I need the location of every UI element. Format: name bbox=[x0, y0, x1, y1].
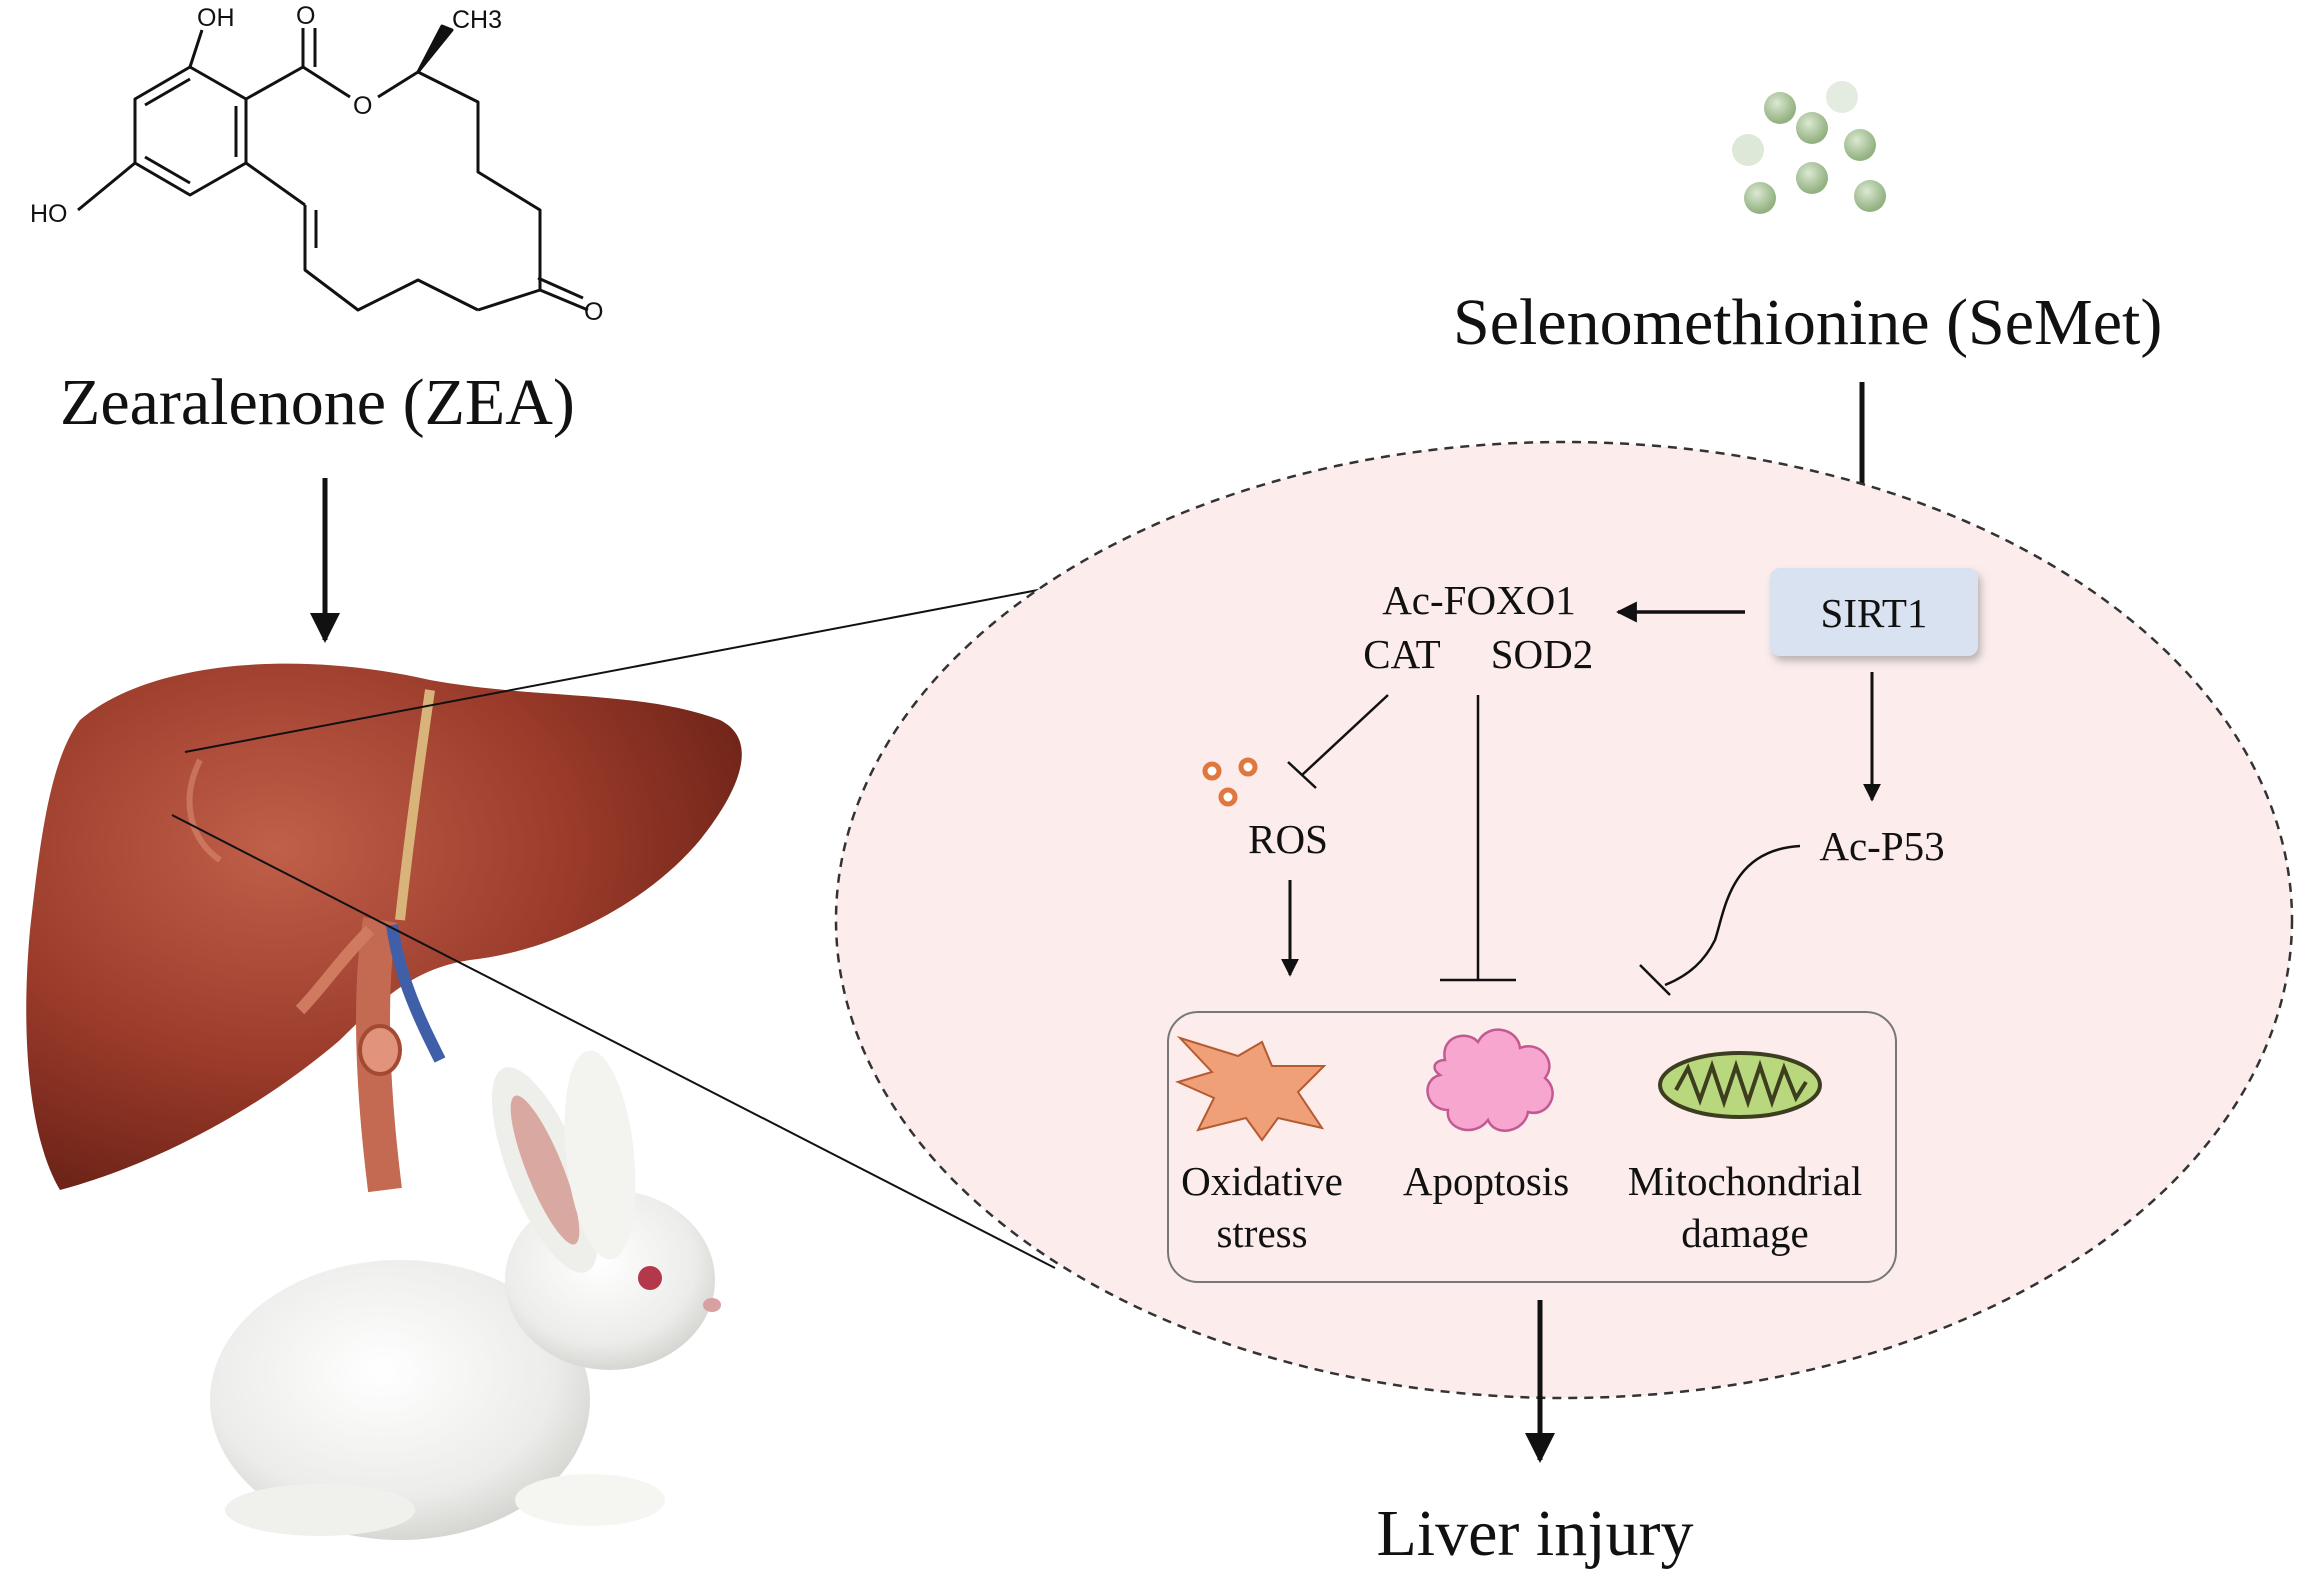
sod2-label: SOD2 bbox=[1491, 631, 1594, 677]
oxidative-label-line2: stress bbox=[1216, 1210, 1307, 1256]
oxidative-stress-icon bbox=[1175, 1035, 1327, 1142]
rabbit-illustration bbox=[210, 1050, 721, 1540]
mitochondria-label-line1: Mitochondrial bbox=[1628, 1158, 1863, 1204]
zoom-line-bottom bbox=[171, 814, 1056, 1269]
ros-icon bbox=[1202, 757, 1258, 807]
sod2-inhibits-apoptosis bbox=[1440, 695, 1516, 982]
zea-structure bbox=[77, 24, 589, 312]
zoom-line-top bbox=[184, 582, 1076, 753]
p53-label: Ac-P53 bbox=[1819, 823, 1944, 869]
zea-ketone-o-label: O bbox=[584, 298, 603, 326]
p53-inhibits-mitochondria bbox=[1639, 844, 1801, 996]
liver-injury-label: Liver injury bbox=[1376, 1497, 1693, 1570]
zea-ester-o-label: O bbox=[353, 92, 372, 120]
semet-pellets bbox=[1732, 81, 1886, 214]
sirt1-label: SIRT1 bbox=[1821, 590, 1928, 636]
mitochondria-label-line2: damage bbox=[1681, 1210, 1808, 1256]
zea-oh-label: OH bbox=[197, 4, 235, 32]
cat-inhibits-ros bbox=[1287, 694, 1389, 789]
ros-label: ROS bbox=[1248, 816, 1328, 862]
foxo1-label: Ac-FOXO1 bbox=[1382, 577, 1576, 623]
apoptosis-icon bbox=[1426, 1028, 1554, 1132]
apoptosis-label: Apoptosis bbox=[1403, 1158, 1569, 1204]
zea-title: Zearalenone (ZEA) bbox=[60, 366, 575, 439]
cat-label: CAT bbox=[1363, 631, 1440, 677]
liver-illustration bbox=[26, 663, 742, 1193]
oxidative-label-line1: Oxidative bbox=[1181, 1158, 1343, 1204]
zea-ho-label: HO bbox=[30, 200, 68, 228]
zea-carbonyl-o-label: O bbox=[296, 2, 315, 30]
semet-title: Selenomethionine (SeMet) bbox=[1453, 286, 2162, 359]
zea-ch3-label: CH3 bbox=[452, 6, 502, 34]
sirt1-box bbox=[1770, 568, 1978, 656]
mitochondria-icon bbox=[1658, 1051, 1822, 1119]
